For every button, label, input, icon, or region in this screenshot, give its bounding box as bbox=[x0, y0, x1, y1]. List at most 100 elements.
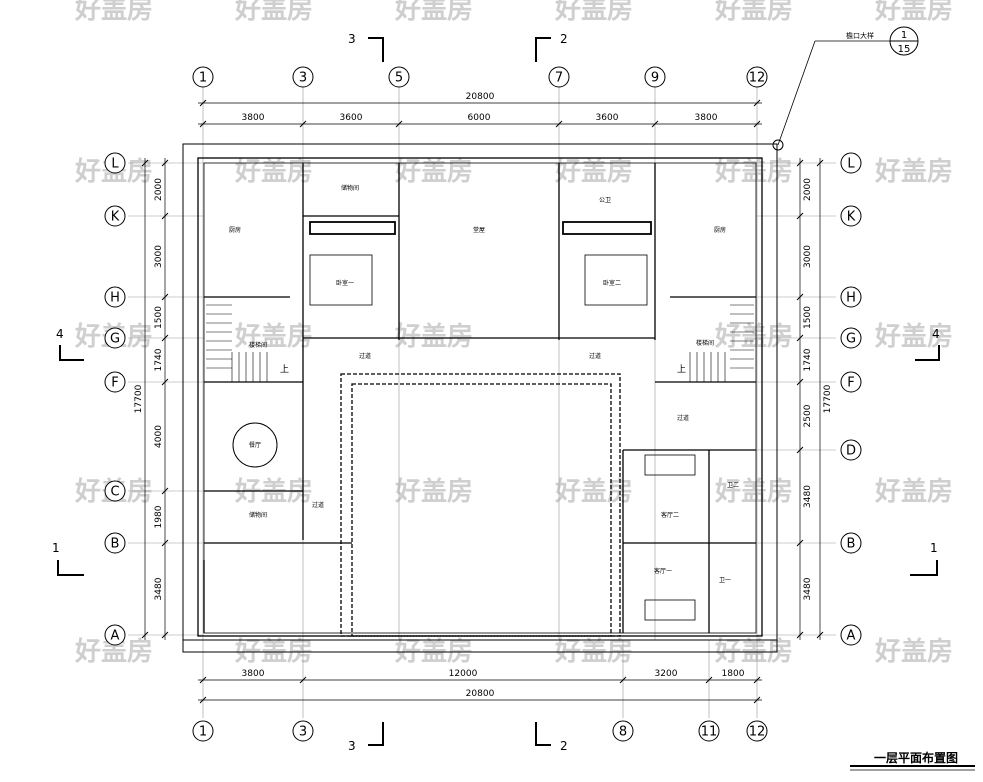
section-label: 4 bbox=[56, 327, 64, 341]
dimension-value: 2500 bbox=[803, 404, 813, 427]
dimension-value: 3600 bbox=[340, 113, 363, 123]
room-label: 厨房 bbox=[714, 226, 726, 234]
dimension-tick bbox=[141, 159, 149, 167]
axis-label: D bbox=[846, 444, 856, 459]
stairs bbox=[206, 304, 754, 382]
detail-callout: 檐口大样 1 15 bbox=[772, 26, 919, 151]
room-label: 卧室二 bbox=[603, 279, 621, 287]
axis-label: 1 bbox=[199, 725, 207, 740]
watermark-text: 好盖房 bbox=[394, 321, 473, 352]
watermark-text: 好盖房 bbox=[874, 321, 953, 352]
room-label: 过道 bbox=[359, 352, 371, 360]
dimension-tick bbox=[619, 676, 627, 684]
room-label: 卧室一 bbox=[336, 279, 354, 287]
axis-label: L bbox=[847, 157, 855, 172]
dimension-tick bbox=[299, 676, 307, 684]
dimension-value: 4000 bbox=[154, 425, 164, 448]
axis-bubble bbox=[644, 66, 666, 88]
dimension-tick bbox=[161, 293, 169, 301]
watermark-text: 好盖房 bbox=[874, 476, 953, 507]
room-label: 过道 bbox=[589, 352, 601, 360]
watermark-text: 好盖房 bbox=[874, 156, 953, 187]
axis-bubble bbox=[548, 66, 570, 88]
detail-sheet: 15 bbox=[898, 44, 911, 55]
dimension-tick bbox=[753, 120, 761, 128]
section-mark bbox=[535, 37, 551, 62]
axis-bubble bbox=[104, 371, 126, 393]
axis-label: 9 bbox=[651, 71, 659, 86]
dimension-tick bbox=[753, 99, 761, 107]
axis-label: 8 bbox=[619, 725, 627, 740]
axis-label: A bbox=[847, 629, 856, 644]
axis-bubble bbox=[840, 371, 862, 393]
dimension-value: 3200 bbox=[655, 669, 678, 679]
dimension-value: 3000 bbox=[803, 245, 813, 268]
watermark-text: 好盖房 bbox=[394, 476, 473, 507]
dimension-tick bbox=[796, 293, 804, 301]
dimension-value: 3480 bbox=[803, 577, 813, 600]
axis-bubble bbox=[104, 286, 126, 308]
dimension-value: 3800 bbox=[242, 669, 265, 679]
dimension-value: 20800 bbox=[466, 92, 495, 102]
axis-label: 3 bbox=[299, 71, 307, 86]
dimension-value: 3480 bbox=[803, 485, 813, 508]
dimension-tick bbox=[796, 378, 804, 386]
axis-label: G bbox=[846, 332, 856, 347]
dimension-value: 3000 bbox=[154, 245, 164, 268]
room-label: 储物间 bbox=[341, 184, 359, 192]
dimension-tick bbox=[555, 120, 563, 128]
axis-bubble bbox=[746, 720, 768, 742]
watermark-text: 好盖房 bbox=[714, 156, 793, 187]
walls bbox=[182, 143, 778, 653]
axis-label: F bbox=[111, 376, 118, 391]
axis-bubble bbox=[104, 327, 126, 349]
axis-bubble bbox=[840, 624, 862, 646]
room-label: 厨房 bbox=[229, 226, 241, 234]
watermark-text: 好盖房 bbox=[874, 636, 953, 667]
detail-number: 1 bbox=[901, 30, 907, 41]
drawing-title: 一层平面布置图 bbox=[850, 750, 975, 771]
section-label: 2 bbox=[560, 32, 568, 46]
axis-bubble bbox=[840, 439, 862, 461]
section-mark bbox=[368, 37, 384, 62]
axis-label: G bbox=[110, 332, 120, 347]
watermark-text: 好盖房 bbox=[234, 321, 313, 352]
watermark-text: 好盖房 bbox=[874, 0, 953, 25]
watermark-text: 好盖房 bbox=[554, 0, 633, 25]
axis-label: 11 bbox=[701, 725, 718, 740]
axis-bubble bbox=[612, 720, 634, 742]
watermark-text: 好盖房 bbox=[74, 0, 153, 25]
dimension-value: 2000 bbox=[803, 178, 813, 201]
axis-bubble bbox=[292, 720, 314, 742]
section-label: 4 bbox=[932, 327, 940, 341]
axis-label: C bbox=[110, 485, 119, 500]
dimension-tick bbox=[796, 446, 804, 454]
axis-label: F bbox=[847, 376, 854, 391]
room-label: 楼梯间 bbox=[696, 339, 714, 347]
axis-label: A bbox=[111, 629, 120, 644]
room-label: 过道 bbox=[677, 414, 689, 422]
room-label: 过道 bbox=[312, 501, 324, 509]
dimension-value: 1500 bbox=[154, 306, 164, 329]
axis-bubble bbox=[840, 286, 862, 308]
detail-label: 檐口大样 bbox=[846, 31, 874, 40]
dimension-tick bbox=[299, 120, 307, 128]
axis-bubble bbox=[388, 66, 410, 88]
axis-bubble bbox=[192, 66, 214, 88]
dimension-tick bbox=[199, 99, 207, 107]
room-label: 客厅一 bbox=[654, 567, 672, 575]
axis-bubble bbox=[192, 720, 214, 742]
dimension-tick bbox=[161, 631, 169, 639]
dimension-tick bbox=[796, 539, 804, 547]
section-label: 3 bbox=[348, 739, 356, 753]
section-label: 3 bbox=[348, 32, 356, 46]
dimension-value: 3800 bbox=[695, 113, 718, 123]
axis-label: B bbox=[111, 537, 120, 552]
axis-bubble bbox=[104, 624, 126, 646]
dimension-tick bbox=[816, 159, 824, 167]
axis-label: 12 bbox=[749, 71, 766, 86]
dimension-tick bbox=[753, 696, 761, 704]
